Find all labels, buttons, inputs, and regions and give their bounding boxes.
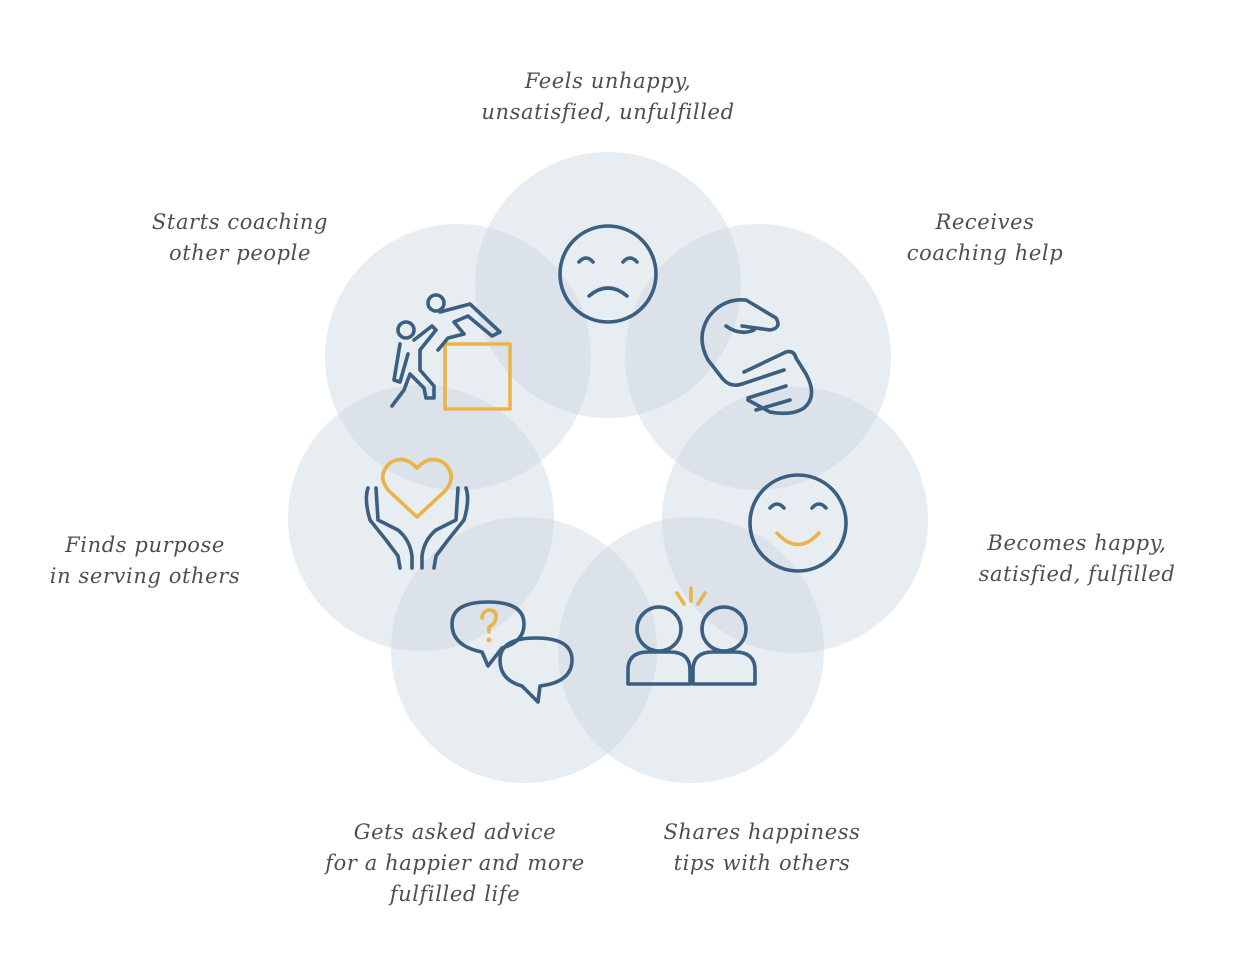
label-coaching-others: Starts coaching other people (152, 207, 328, 269)
petal-circles (288, 152, 928, 783)
speech-bubbles-question-icon (450, 600, 574, 704)
smiley-face-icon (748, 473, 848, 573)
petal-circle-purpose (288, 385, 554, 651)
petal-circle-unhappy (475, 152, 741, 418)
label-receives-help-line-2: coaching help (906, 241, 1064, 265)
label-receives-help-line-1: Receives (935, 210, 1035, 234)
label-happy-line-2: satisfied, fulfilled (978, 562, 1176, 586)
label-asked-advice-line-1: Gets asked advice (353, 820, 557, 844)
label-purpose-line-2: in serving others (49, 564, 241, 588)
label-asked-advice: Gets asked advice for a happier and more… (325, 817, 585, 910)
label-coaching-others-line-1: Starts coaching (151, 210, 329, 234)
sad-face-icon (558, 224, 658, 324)
climbing-help-icon (390, 293, 512, 411)
label-unhappy-line-2: unsatisfied, unfulfilled (481, 100, 735, 124)
label-coaching-others-line-2: other people (168, 241, 312, 265)
petal-circle-shares (558, 517, 824, 783)
label-happy: Becomes happy, satisfied, fulfilled (979, 528, 1176, 590)
label-shares: Shares happiness tips with others (663, 817, 860, 879)
petal-circle-asked-advice (391, 517, 657, 783)
two-people-icon (626, 586, 757, 686)
helping-hands-icon (700, 298, 814, 416)
label-purpose: Finds purpose in serving others (50, 530, 240, 592)
hands-holding-heart-icon (364, 457, 470, 570)
petal-circle-receives-help (625, 224, 891, 490)
label-receives-help: Receives coaching help (907, 207, 1063, 269)
label-shares-line-2: tips with others (673, 851, 851, 875)
label-shares-line-1: Shares happiness (663, 820, 861, 844)
label-unhappy-line-1: Feels unhappy, (524, 69, 692, 93)
label-purpose-line-1: Finds purpose (65, 533, 225, 557)
label-unhappy: Feels unhappy, unsatisfied, unfulfilled (481, 66, 734, 128)
petal-circle-coaching-others (325, 224, 591, 490)
petal-circle-happy (662, 387, 928, 653)
label-asked-advice-line-2: for a happier and more (325, 851, 585, 875)
label-happy-line-1: Becomes happy, (987, 531, 1167, 555)
label-asked-advice-line-3: fulfilled life (389, 882, 521, 906)
